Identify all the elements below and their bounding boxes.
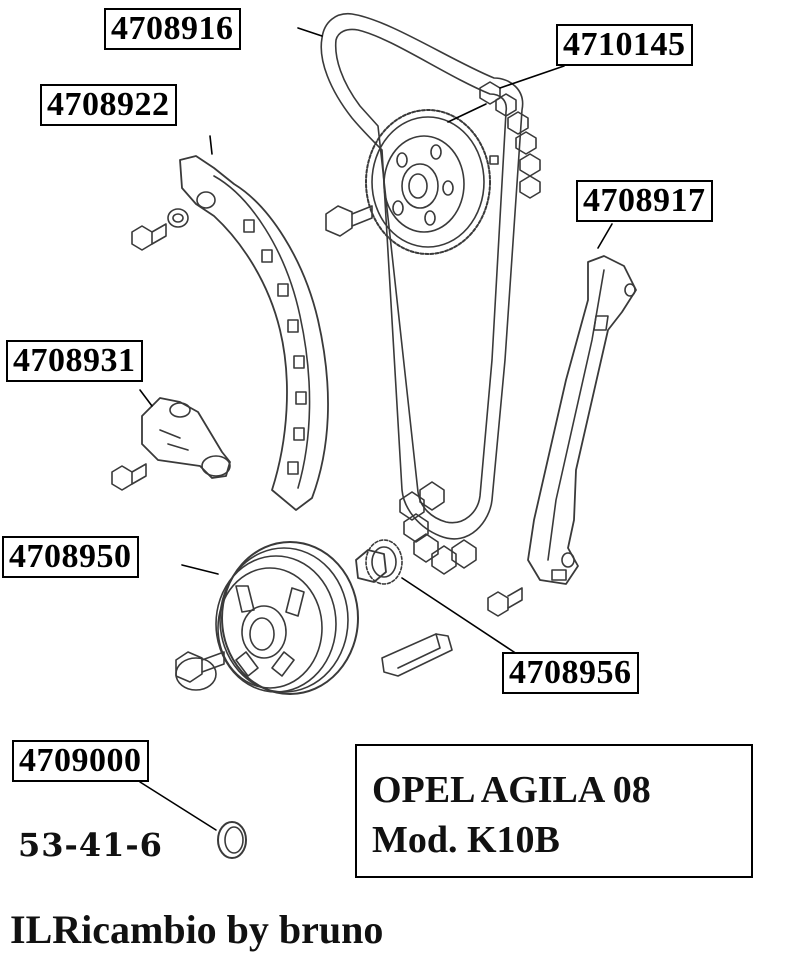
seal-ring xyxy=(217,821,247,859)
tensioner-rail-part xyxy=(179,155,329,511)
timing-chain xyxy=(320,13,541,575)
part-label-sprocket-chain: 4710145 xyxy=(556,24,693,66)
model-title-line2: Mod. K10B xyxy=(372,819,560,861)
reference-code: 53-41-6 xyxy=(18,826,163,864)
crankshaft-pulley xyxy=(215,541,359,695)
camshaft-sprocket xyxy=(365,109,499,255)
chain-links-top xyxy=(479,81,541,199)
model-title-box: OPEL AGILA 08 Mod. K10B xyxy=(355,744,753,878)
guide-rail-part xyxy=(527,255,637,585)
crank-key xyxy=(381,633,453,677)
part-label-chain: 4708916 xyxy=(104,8,241,50)
model-title-line1: OPEL AGILA 08 xyxy=(372,769,651,811)
part-label-tensioner-rail: 4708922 xyxy=(40,84,177,126)
part-label-guide-rail: 4708917 xyxy=(576,180,713,222)
chain-links-bottom xyxy=(399,481,477,575)
bolt-sprocket xyxy=(325,205,373,237)
part-label-pulley: 4708950 xyxy=(2,536,139,578)
leader-lines xyxy=(139,27,613,831)
credit-text: ILRicambio by bruno xyxy=(10,907,384,952)
part-label-crank-sprocket: 4708956 xyxy=(502,652,639,694)
bolt-tensioner xyxy=(111,463,147,491)
tensioner-part xyxy=(141,397,231,479)
crank-sprocket-part xyxy=(355,539,403,585)
bolt-pulley xyxy=(175,651,225,691)
part-label-tensioner: 4708931 xyxy=(6,340,143,382)
bolt-guide-rail xyxy=(487,587,523,617)
bolt-upper-left xyxy=(131,208,189,251)
part-label-seal: 4709000 xyxy=(12,740,149,782)
